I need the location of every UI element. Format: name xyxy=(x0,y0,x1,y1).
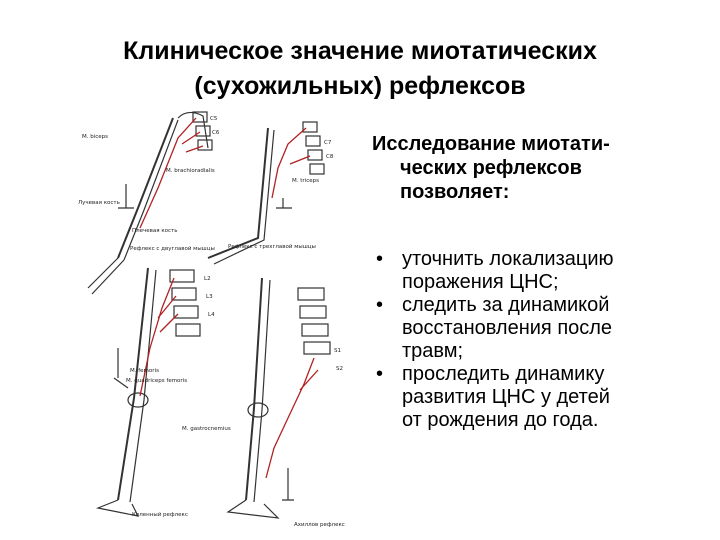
slide-title: Клиническое значение миотатических (сухо… xyxy=(60,34,660,104)
bullet-3-line-3: от рождения до года. xyxy=(402,409,702,432)
lead-line-2: ческих рефлексов xyxy=(372,156,702,180)
label-achilles-reflex: Ахиллов рефлекс xyxy=(294,522,345,528)
label-biceps: M. biceps xyxy=(82,134,108,140)
leg-knee-drawing xyxy=(98,268,200,516)
lead-line-1: Исследование миотати- xyxy=(372,132,702,156)
bullet-marker: • xyxy=(376,294,383,317)
bullet-1-line-1: уточнить локализацию xyxy=(402,248,702,271)
label-s1: S1 xyxy=(334,348,341,354)
label-adductor: M. quadriceps femoris xyxy=(126,378,187,384)
title-line-1: Клиническое значение миотатических xyxy=(60,34,660,69)
label-knee-reflex: Коленный рефлекс xyxy=(132,511,188,518)
bullet-3-line-1: проследить динамику xyxy=(402,363,702,386)
bullet-item: • проследить динамику развития ЦНС у дет… xyxy=(372,363,702,432)
label-c6: C6 xyxy=(212,130,220,136)
bullet-1-line-2: поражения ЦНС; xyxy=(402,271,702,294)
reflex-illustration: M. biceps M. brachioradialis Лучевая кос… xyxy=(78,108,368,534)
label-gastrocnemius: M. gastrocnemius xyxy=(182,426,231,432)
label-brachioradialis: M. brachioradialis xyxy=(166,168,215,174)
label-l4: L4 xyxy=(208,312,215,318)
label-s2: S2 xyxy=(336,366,343,372)
label-c8: C8 xyxy=(326,154,334,160)
label-reflex-biceps: Рефлекс с двуглавой мышцы xyxy=(130,245,215,252)
title-line-2: (сухожильных) рефлексов xyxy=(60,69,660,104)
lead-text: Исследование миотати- ческих рефлексов п… xyxy=(372,132,702,204)
bullet-3-line-2: развития ЦНС у детей xyxy=(402,386,702,409)
bullet-list: • уточнить локализацию поражения ЦНС; • … xyxy=(372,248,702,432)
nerve-path-achilles xyxy=(266,358,318,478)
bullet-2-line-3: травм; xyxy=(402,340,702,363)
leg-achilles-drawing xyxy=(228,278,330,518)
bullet-2-line-1: следить за динамикой xyxy=(402,294,702,317)
figure-labels: M. biceps M. brachioradialis Лучевая кос… xyxy=(78,116,345,528)
label-l3: L3 xyxy=(206,294,213,300)
label-c5: C5 xyxy=(210,116,218,122)
label-humerus: Плечевая кость xyxy=(132,228,178,234)
label-l2: L2 xyxy=(204,276,211,282)
label-femoris: M. femoris xyxy=(130,368,159,374)
bullet-item: • следить за динамикой восстановления по… xyxy=(372,294,702,363)
nerve-path-triceps xyxy=(272,128,310,198)
bullet-item: • уточнить локализацию поражения ЦНС; xyxy=(372,248,702,294)
label-c7: C7 xyxy=(324,140,332,146)
bullet-marker: • xyxy=(376,363,383,386)
label-radius: Лучевая кость xyxy=(78,200,120,206)
bullet-2-line-2: восстановления после xyxy=(402,317,702,340)
arm-triceps-drawing xyxy=(208,122,324,264)
label-triceps: M. triceps xyxy=(292,178,319,184)
lead-line-3: позволяет: xyxy=(372,180,702,204)
label-reflex-triceps: Рефлекс с трехглавой мышцы xyxy=(228,243,316,250)
bullet-marker: • xyxy=(376,248,383,271)
reflex-anatomy-figure: M. biceps M. brachioradialis Лучевая кос… xyxy=(78,108,368,534)
